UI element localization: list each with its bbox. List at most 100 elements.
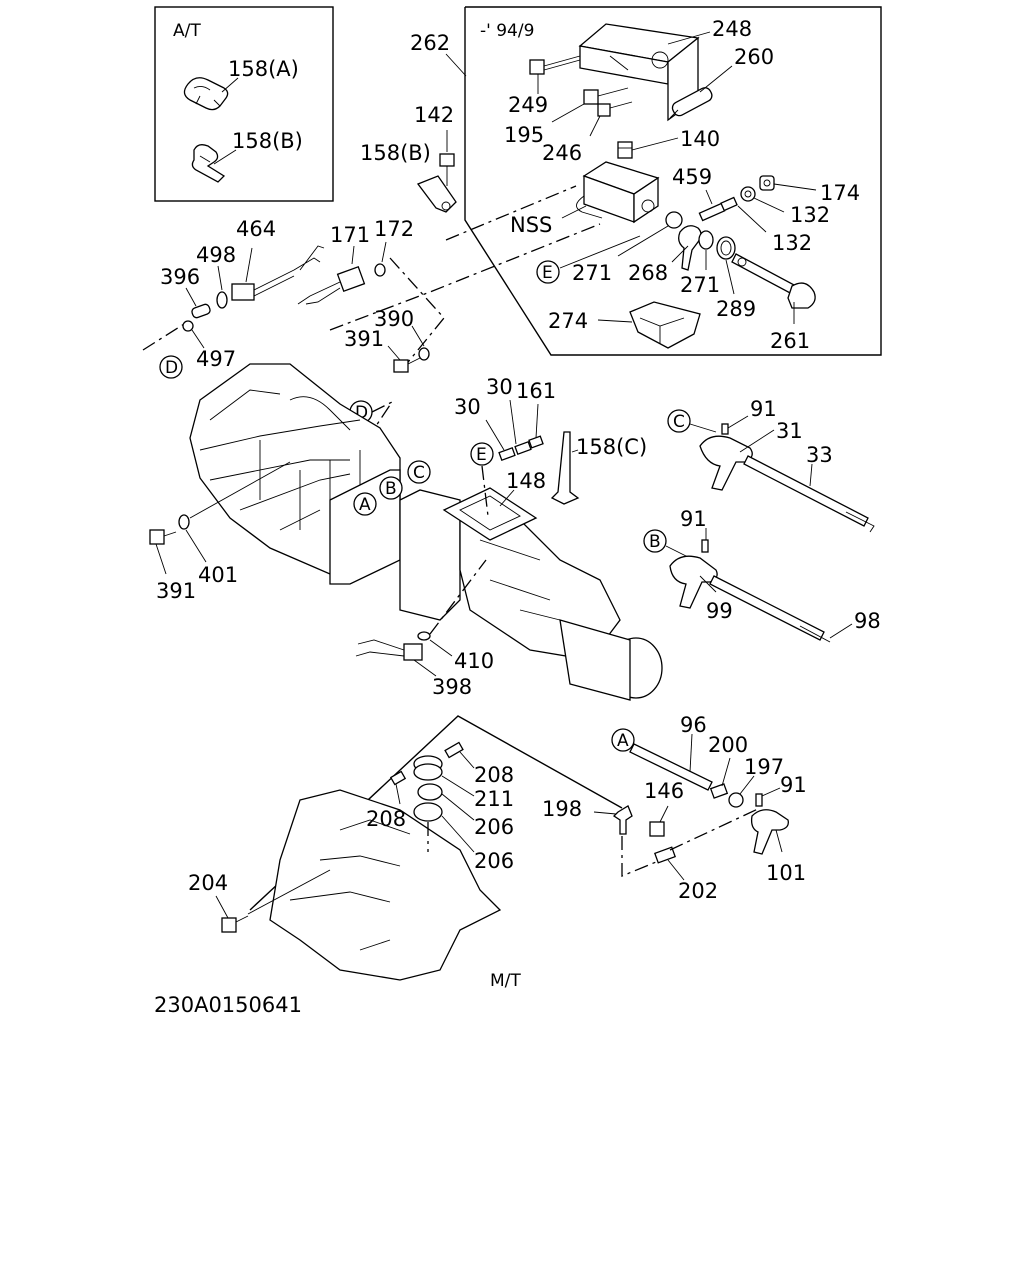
- label-391-top: 391: [344, 327, 384, 351]
- label-268: 268: [628, 261, 668, 285]
- rod-261: [731, 253, 816, 309]
- rod-33: [743, 455, 875, 533]
- pin-91-a: [721, 423, 729, 435]
- label-260: 260: [734, 45, 774, 69]
- label-410: 410: [454, 649, 494, 673]
- pin-208-a: [444, 741, 464, 759]
- svg-text:B: B: [649, 532, 661, 552]
- label-98: 98: [854, 609, 881, 633]
- label-198: 198: [542, 797, 582, 821]
- early-inset: -' 94/9 248 260 249: [464, 6, 882, 356]
- label-274: 274: [548, 309, 588, 333]
- label-146: 146: [644, 779, 684, 803]
- gasket-148: [442, 487, 538, 541]
- cover-274: [629, 301, 701, 349]
- label-390: 390: [374, 307, 414, 331]
- pin-396: [191, 303, 211, 319]
- nut-174: [759, 175, 775, 191]
- label-91-b: 91: [680, 507, 707, 531]
- label-172: 172: [374, 217, 414, 241]
- early-inset-title: -' 94/9: [480, 21, 534, 41]
- ball-497: [182, 320, 194, 332]
- label-158b: 158(B): [360, 141, 431, 165]
- label-391-lower: 391: [156, 579, 196, 603]
- ref-c-case: C: [407, 460, 431, 484]
- label-459-b: 132: [772, 231, 812, 255]
- pin-459-b: [720, 196, 738, 212]
- ref-e-upper: E: [536, 260, 560, 284]
- label-148: 148: [506, 469, 546, 493]
- label-161: 161: [516, 379, 556, 403]
- nipple-140: [617, 141, 633, 159]
- washer-172: [374, 263, 386, 277]
- label-158c: 158(C): [576, 435, 647, 459]
- washer-206-b: [413, 802, 443, 822]
- bolt-391-top: [393, 357, 421, 373]
- spring-202: [653, 846, 677, 864]
- washer-390: [418, 347, 430, 361]
- label-132: 132: [790, 203, 830, 227]
- svg-text:E: E: [476, 445, 487, 465]
- washer-132: [740, 186, 756, 202]
- pin-91-b: [701, 539, 709, 553]
- label-206-b: 206: [474, 849, 514, 873]
- washer-401: [178, 514, 190, 530]
- bolt-142: [439, 153, 455, 186]
- ref-c-fork: C: [667, 409, 691, 433]
- label-204: 204: [188, 871, 228, 895]
- label-30-b: 30: [486, 375, 513, 399]
- switch-398: [355, 639, 423, 661]
- at-inset-title: A/T: [173, 21, 201, 41]
- ball-197: [728, 792, 744, 808]
- pin-208-b: [389, 770, 407, 786]
- label-nss: NSS: [510, 213, 552, 237]
- figure-code: 230A0150641: [154, 993, 302, 1017]
- label-261: 261: [770, 329, 810, 353]
- lever-268: [678, 225, 702, 271]
- label-200: 200: [708, 733, 748, 757]
- bolt-195: [583, 87, 629, 105]
- label-262: 262: [410, 31, 450, 55]
- clip-158c: [550, 431, 580, 505]
- bolt-246: [597, 101, 633, 117]
- ref-d-left: D: [159, 355, 183, 379]
- label-396: 396: [160, 265, 200, 289]
- label-171: 171: [330, 223, 370, 247]
- ref-b-case: B: [379, 476, 403, 500]
- fork-101: [750, 809, 789, 855]
- bolt-249: [529, 55, 581, 75]
- label-271-b: 271: [680, 273, 720, 297]
- label-197: 197: [744, 755, 784, 779]
- seal-289: [716, 236, 736, 260]
- label-206-a: 206: [474, 815, 514, 839]
- spring-30: [498, 435, 544, 461]
- label-91-a: 91: [750, 397, 777, 421]
- label-249: 249: [508, 93, 548, 117]
- label-498: 498: [196, 243, 236, 267]
- label-174: 174: [820, 181, 860, 205]
- label-208-a: 208: [474, 763, 514, 787]
- clamp-158b: [191, 144, 226, 183]
- gasket-410: [417, 631, 431, 641]
- svg-text:B: B: [385, 479, 397, 499]
- label-271-a: 271: [572, 261, 612, 285]
- ref-a-shaft: A: [611, 728, 635, 752]
- rod-98: [709, 575, 831, 643]
- label-195: 195: [504, 123, 544, 147]
- ref-e-gasket: E: [470, 442, 494, 466]
- label-158a: 158(A): [228, 57, 299, 81]
- washer-206-a: [417, 783, 443, 801]
- transmission-case: [189, 363, 401, 585]
- label-246: 246: [542, 141, 582, 165]
- ring-211: [413, 755, 443, 781]
- label-142: 142: [414, 103, 454, 127]
- svg-text:E: E: [542, 263, 553, 283]
- pin-459-a: [698, 202, 726, 222]
- pin-260: [669, 87, 713, 119]
- label-33: 33: [806, 443, 833, 467]
- spring-200: [709, 783, 729, 799]
- label-101: 101: [766, 861, 806, 885]
- svg-text:C: C: [413, 463, 425, 483]
- extension-case: [399, 489, 663, 701]
